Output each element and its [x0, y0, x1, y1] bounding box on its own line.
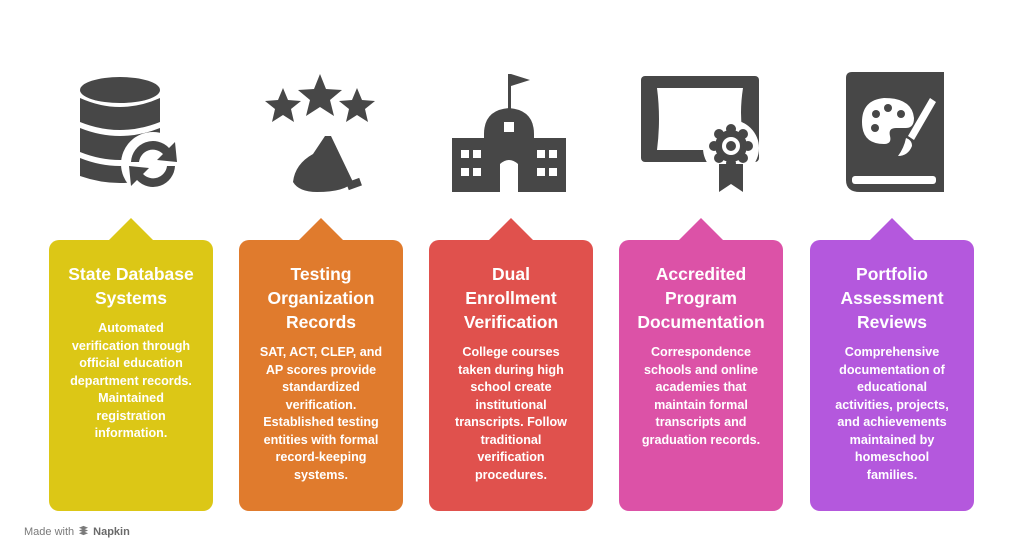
card-description: Comprehensive documentation of education… [835, 345, 949, 482]
card-description: Correspondence schools and online academ… [641, 345, 761, 447]
card-state-database: State Database Systems Automated verific… [49, 218, 213, 511]
card-title: Accredited Program Documentation [637, 264, 765, 332]
stars-award-icon [255, 64, 385, 204]
card-title: Portfolio Assessment Reviews [840, 264, 944, 332]
made-with-napkin-credit: Made with Napkin [24, 525, 130, 539]
certificate-icon [635, 64, 765, 204]
card-title: State Database Systems [68, 264, 194, 308]
card-title: Testing Organization Records [267, 264, 375, 332]
napkin-brand[interactable]: Napkin [93, 526, 130, 538]
database-sync-icon [65, 64, 195, 204]
card-description: College courses taken during high school… [455, 345, 567, 482]
art-portfolio-icon [826, 64, 956, 204]
card-dual-enrollment: Dual Enrollment Verification College cou… [429, 218, 593, 511]
card-portfolio-assessment: Portfolio Assessment Reviews Comprehensi… [810, 218, 974, 511]
card-testing-organization: Testing Organization Records SAT, ACT, C… [239, 218, 403, 511]
card-description: SAT, ACT, CLEP, and AP scores provide st… [259, 345, 383, 482]
made-with-label: Made with [24, 526, 75, 538]
card-accredited-program: Accredited Program Documentation Corresp… [619, 218, 783, 511]
card-title: Dual Enrollment Verification [463, 264, 559, 332]
card-description: Automated verification through official … [70, 321, 192, 440]
napkin-logo-icon [78, 525, 89, 539]
school-building-icon [444, 64, 574, 204]
